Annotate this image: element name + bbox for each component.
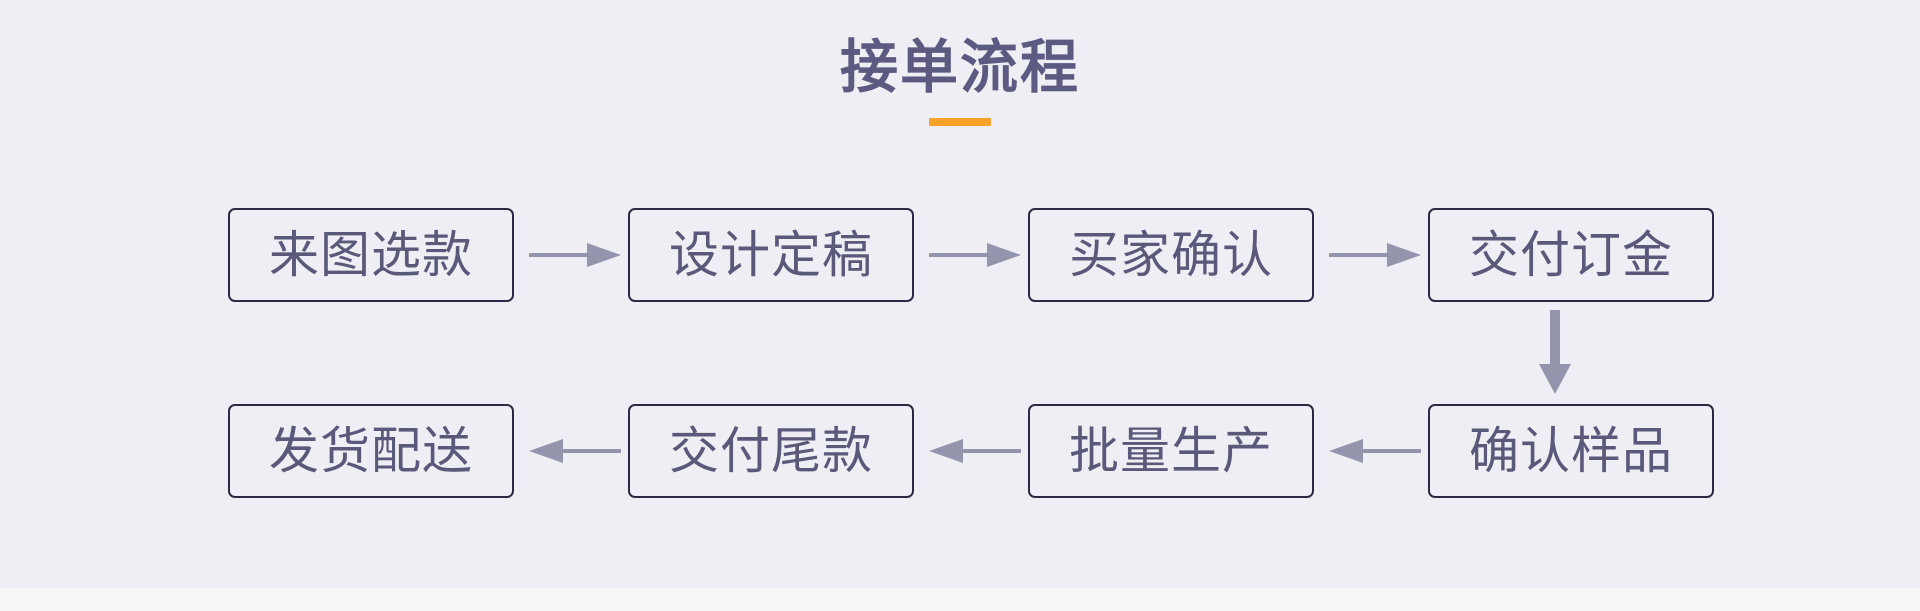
arrow-right-icon — [1325, 237, 1425, 273]
arrow-down-icon — [1535, 308, 1575, 396]
flow-node-label: 来图选款 — [269, 226, 473, 284]
flow-node-6[interactable]: 批量生产 — [1028, 404, 1314, 498]
flow-node-1[interactable]: 来图选款 — [228, 208, 514, 302]
flow-node-label: 确认样品 — [1469, 422, 1673, 480]
arrow-left-icon — [925, 433, 1025, 469]
arrow-left-icon — [525, 433, 625, 469]
arrow-right-icon — [525, 237, 625, 273]
flow-node-label: 设计定稿 — [669, 226, 873, 284]
flow-node-7[interactable]: 交付尾款 — [628, 404, 914, 498]
title-accent-rule — [929, 118, 991, 126]
flow-row-1: 来图选款 设计定稿 买家确认 交付订金 — [228, 208, 1714, 304]
flow-node-5[interactable]: 确认样品 — [1428, 404, 1714, 498]
flow-node-3[interactable]: 买家确认 — [1028, 208, 1314, 302]
flow-node-label: 批量生产 — [1069, 422, 1273, 480]
title-block: 接单流程 — [0, 34, 1920, 126]
arrow-right-icon — [925, 237, 1025, 273]
flow-node-label: 买家确认 — [1069, 226, 1273, 284]
flow-row-2: 发货配送 交付尾款 批量生产 确认样品 — [228, 404, 1714, 500]
flow-node-label: 交付订金 — [1469, 226, 1673, 284]
arrow-left-icon — [1325, 433, 1425, 469]
background-footer-strip — [0, 588, 1920, 611]
flow-node-8[interactable]: 发货配送 — [228, 404, 514, 498]
page-title: 接单流程 — [839, 33, 1080, 101]
flow-node-4[interactable]: 交付订金 — [1428, 208, 1714, 302]
flow-node-2[interactable]: 设计定稿 — [628, 208, 914, 302]
flow-node-label: 交付尾款 — [669, 422, 873, 480]
flow-node-label: 发货配送 — [269, 422, 473, 480]
